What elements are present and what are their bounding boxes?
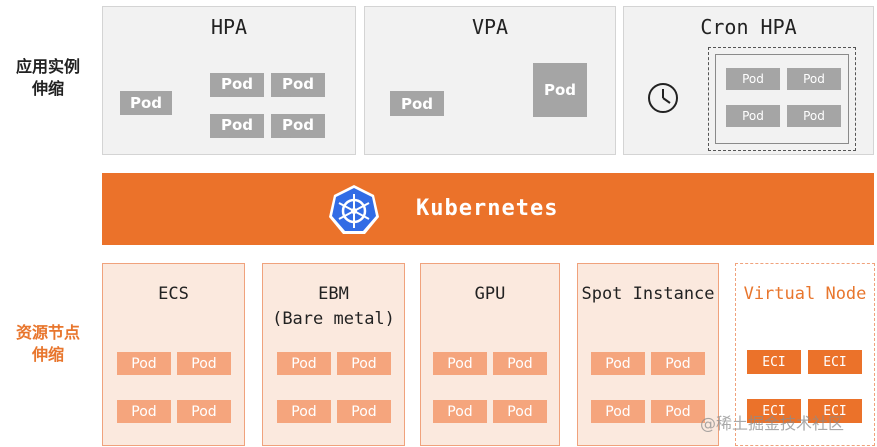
ebm-title: EBM (Bare metal)	[272, 284, 395, 329]
pod-large: Pod	[533, 63, 587, 117]
pod: Pod	[271, 114, 325, 138]
kubernetes-helm-icon	[329, 185, 379, 234]
watermark: @稀土掘金技术社区	[700, 414, 845, 433]
pod: Pod	[651, 400, 705, 423]
virtual-node-panel: Virtual Node ECI ECI ECI ECI	[735, 263, 875, 446]
pod: Pod	[337, 352, 391, 375]
clock-icon	[648, 83, 678, 113]
kubernetes-band	[102, 173, 874, 245]
pod: Pod	[390, 91, 444, 116]
pod: Pod	[433, 352, 487, 375]
spot-instance-panel: Spot Instance Pod Pod Pod Pod	[577, 263, 719, 446]
pod: Pod	[726, 68, 780, 90]
pod: Pod	[433, 400, 487, 423]
pod: Pod	[787, 68, 841, 90]
pod: Pod	[117, 352, 171, 375]
pod: Pod	[337, 400, 391, 423]
vpa-title: VPA	[471, 15, 509, 39]
app-scaling-label: 应用实例 伸缩	[15, 57, 80, 98]
kubernetes-label: Kubernetes	[416, 196, 559, 221]
pod: Pod	[277, 352, 331, 375]
ebm-panel: EBM (Bare metal) Pod Pod Pod Pod	[262, 263, 405, 446]
pod: Pod	[493, 352, 547, 375]
cron-hpa-panel: Cron HPA Pod Pod Pod Pod	[623, 6, 874, 155]
resource-scaling-label: 资源节点 伸缩	[15, 323, 80, 364]
eci-instance: ECI	[747, 350, 801, 374]
hpa-panel: HPA Pod Pod Pod Pod Pod	[102, 6, 356, 155]
spot-instance-title: Spot Instance	[581, 284, 715, 304]
vpa-panel: VPA Pod Pod	[364, 6, 616, 155]
eci-instance: ECI	[808, 350, 862, 374]
pod: Pod	[271, 73, 325, 97]
ecs-title: ECS	[158, 284, 189, 304]
eci-instance: ECI	[808, 399, 862, 423]
pod: Pod	[210, 73, 264, 97]
pod: Pod	[591, 400, 645, 423]
pod: Pod	[591, 352, 645, 375]
cron-group-inner	[715, 54, 849, 144]
pod: Pod	[177, 400, 231, 423]
pod: Pod	[277, 400, 331, 423]
virtual-node-title: Virtual Node	[743, 284, 867, 304]
pod: Pod	[787, 105, 841, 127]
pod: Pod	[651, 352, 705, 375]
cron-hpa-title: Cron HPA	[700, 15, 797, 39]
ecs-panel: ECS Pod Pod Pod Pod	[102, 263, 245, 446]
pod: Pod	[493, 400, 547, 423]
pod: Pod	[210, 114, 264, 138]
pod: Pod	[117, 400, 171, 423]
pod: Pod	[120, 91, 172, 115]
cron-group-outer	[708, 47, 856, 151]
eci-instance: ECI	[747, 399, 801, 423]
pod: Pod	[177, 352, 231, 375]
gpu-title: GPU	[474, 284, 506, 304]
pod: Pod	[726, 105, 780, 127]
gpu-panel: GPU Pod Pod Pod Pod	[420, 263, 560, 446]
hpa-title: HPA	[210, 15, 248, 39]
